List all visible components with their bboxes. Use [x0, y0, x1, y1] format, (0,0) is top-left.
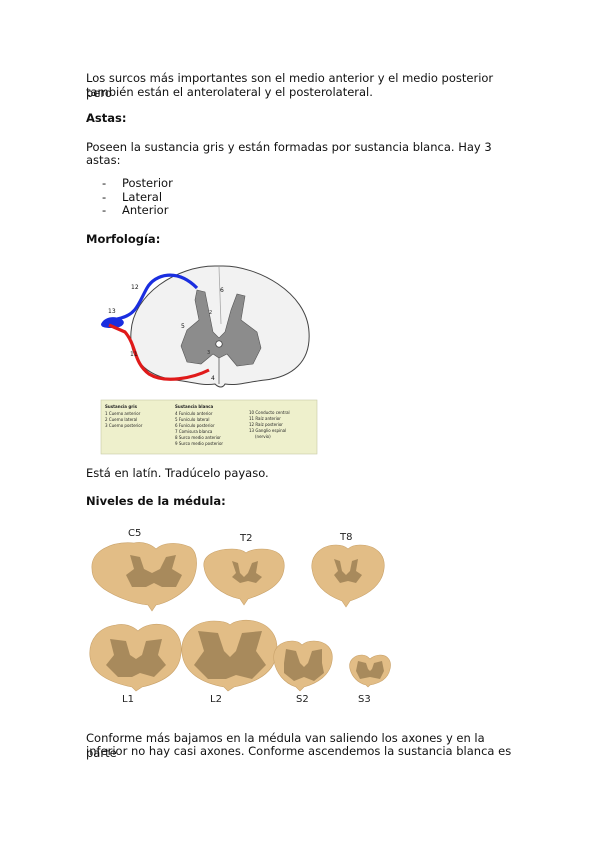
- central-canal: [215, 340, 223, 348]
- legend-item: 3 Cuerno posterior: [105, 423, 143, 428]
- label-s2: S2: [296, 694, 309, 705]
- label-t2: T2: [239, 533, 252, 544]
- legend-item: 11 Raíz anterior: [249, 416, 281, 421]
- spinal-levels-diagram: C5 T2 T8 L1 L2 S2: [89, 528, 391, 705]
- label-l2: L2: [210, 694, 222, 705]
- legend-col1-title: Sustancia gris: [105, 404, 138, 409]
- heading-morfologia: Morfología:: [86, 232, 161, 246]
- section-c5: [91, 542, 197, 612]
- section-s2: [273, 640, 333, 692]
- legend-item: 4 Funículo anterior: [175, 411, 213, 416]
- legend-item: 5 Funículo lateral: [175, 417, 209, 422]
- label-2: 2: [209, 310, 212, 316]
- posterior-root: [104, 273, 199, 324]
- astas-paragraph-line2: astas:: [86, 153, 121, 167]
- legend-item: 12 Raíz posterior: [249, 422, 283, 427]
- closing-paragraph-line1: Conforme más bajamos en la médula van sa…: [86, 731, 485, 760]
- label-l1: L1: [122, 694, 134, 705]
- list-item: -Posterior: [102, 176, 173, 190]
- posterior-median-sulcus: [218, 266, 222, 325]
- heading-niveles: Niveles de la médula:: [86, 494, 226, 508]
- label-s3: S3: [358, 694, 371, 705]
- legend-item: 8 Surco medio anterior: [175, 435, 221, 440]
- label-c5: C5: [128, 528, 141, 539]
- spinal-cord-morphology-diagram: 12 13 11 6 5 2 3 4 Sustancia gris 1 Cuer…: [100, 265, 318, 455]
- legend-item: (nervio): [255, 434, 271, 439]
- section-t8: [311, 544, 385, 608]
- label-5: 5: [181, 323, 185, 330]
- label-13: 13: [108, 308, 116, 315]
- intro-paragraph-line1: Los surcos más importantes son el medio …: [86, 71, 494, 100]
- astas-paragraph-line1: Poseen la sustancia gris y están formada…: [86, 140, 492, 154]
- legend-box: [100, 399, 318, 455]
- legend-item: 6 Funículo posterior: [175, 423, 215, 428]
- label-4: 4: [211, 375, 215, 382]
- section-l1: [89, 623, 182, 692]
- legend-item: 1 Cuerno anterior: [105, 411, 141, 416]
- section-l2: [181, 619, 278, 692]
- legend-item: 9 Surco medio posterior: [175, 441, 223, 446]
- gray-matter: [180, 289, 262, 367]
- label-t8: T8: [339, 532, 352, 543]
- legend-item: 13 Ganglio espinal: [249, 428, 286, 433]
- latin-note: Está en latín. Tradúcelo payaso.: [86, 466, 269, 480]
- heading-astas: Astas:: [86, 111, 127, 125]
- legend-item: 7 Comisura blanca: [175, 429, 213, 434]
- spinal-ganglion: [101, 317, 124, 328]
- anterior-root: [108, 323, 210, 381]
- white-matter-outline: [130, 265, 310, 388]
- closing-paragraph-line2: inferior no hay casi axones. Conforme as…: [86, 744, 512, 758]
- list-item: -Anterior: [102, 203, 169, 217]
- label-3: 3: [207, 350, 210, 356]
- legend-item: 2 Cuerno lateral: [105, 417, 137, 422]
- label-11: 11: [130, 351, 138, 358]
- legend-item: 10 Conducto central: [249, 410, 290, 415]
- intro-paragraph-line2: también están el anterolateral y el post…: [86, 85, 373, 99]
- astas-list: -Posterior -Lateral -Anterior: [86, 176, 173, 218]
- label-12: 12: [131, 284, 139, 291]
- legend-col2-title: Sustancia blanca: [175, 404, 214, 409]
- section-t2: [203, 548, 285, 606]
- section-s3: [349, 654, 391, 688]
- label-6: 6: [220, 287, 224, 294]
- list-item: -Lateral: [102, 189, 163, 204]
